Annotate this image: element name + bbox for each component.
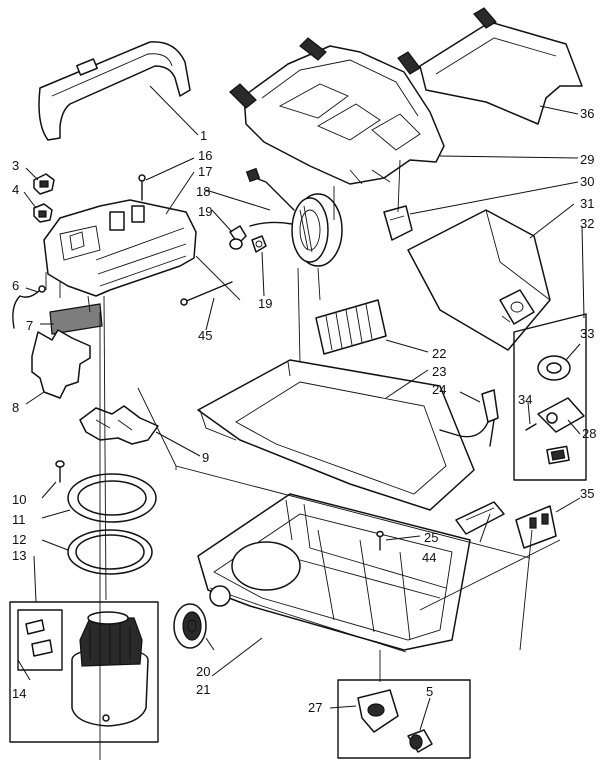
callout-4: 4: [12, 182, 19, 197]
part-connector-19a: [229, 225, 247, 250]
part-bracket-35: [515, 505, 557, 549]
part-bumper-44: [455, 501, 505, 535]
part-motor-housing-17: [43, 199, 197, 313]
callout-6: 6: [12, 278, 19, 293]
callout-23: 23: [432, 364, 446, 379]
callout-10: 10: [12, 492, 26, 507]
callout-44: 44: [422, 550, 436, 565]
part-cord-reel-18: [245, 167, 343, 267]
callout-11: 11: [12, 512, 26, 527]
part-dust-bag-31: [407, 209, 551, 351]
callout-18: 18: [196, 184, 210, 199]
callout-24: 24: [432, 382, 446, 397]
callout-22: 22: [432, 346, 446, 361]
part-cord-6: [12, 285, 46, 329]
callout-35: 35: [580, 486, 594, 501]
part-screw-16: [138, 174, 146, 201]
part-gasket-8: [31, 329, 91, 399]
callout-labels: 1 3 4 6 7 8 9 10 11 12 13 14 16 17 18 19…: [12, 106, 596, 715]
part-rod-45: [180, 281, 233, 306]
callout-16: 16: [198, 148, 212, 163]
alignment-lines: [99, 159, 561, 760]
part-connector-19b: [251, 235, 267, 253]
callout-20: 20: [196, 664, 210, 679]
callout-33: 33: [580, 326, 594, 341]
callout-21: 21: [196, 682, 210, 697]
part-frame-23: [197, 359, 475, 511]
callout-28: 28: [582, 426, 596, 441]
callout-12: 12: [12, 532, 26, 547]
callout-5: 5: [426, 684, 433, 699]
callout-17: 17: [198, 164, 212, 179]
leader-lines: [17, 85, 585, 731]
part-bag-door-36: [397, 7, 583, 125]
callout-8: 8: [12, 400, 19, 415]
callout-14: 14: [12, 686, 26, 701]
callout-13: 13: [12, 548, 26, 563]
callout-27: 27: [308, 700, 322, 715]
part-switch-4: [33, 203, 53, 223]
part-motor-14: [71, 611, 149, 727]
callout-30: 30: [580, 174, 594, 189]
part-top-cover: [38, 41, 191, 141]
callout-19a: 19: [198, 204, 212, 219]
part-handle-shell-29: [229, 37, 445, 185]
part-switch-3: [33, 173, 55, 195]
part-base-21: [197, 493, 471, 653]
part-screw-25: [376, 530, 384, 551]
part-wheel-20: [173, 603, 207, 649]
callout-7: 7: [26, 318, 33, 333]
part-switch-24: [439, 389, 499, 447]
part-filter-screen-9: [79, 405, 159, 445]
part-ring-12: [67, 529, 153, 575]
part-filter-pad-7: [49, 303, 103, 335]
callout-36: 36: [580, 106, 594, 121]
callout-45: 45: [198, 328, 212, 343]
callout-34: 34: [518, 392, 532, 407]
part-collar-box-32: [513, 313, 587, 481]
callout-1: 1: [200, 128, 207, 143]
part-motor-box-13: [9, 601, 159, 743]
callout-25: 25: [424, 530, 438, 545]
callout-31: 31: [580, 196, 594, 211]
part-screw-10: [55, 460, 65, 483]
callout-29: 29: [580, 152, 594, 167]
callout-3: 3: [12, 158, 19, 173]
part-grille-22: [315, 299, 387, 355]
callout-32: 32: [580, 216, 594, 231]
callout-9: 9: [202, 450, 209, 465]
callout-19b: 19: [258, 296, 272, 311]
part-agitator-box-27: [337, 679, 471, 759]
part-ring-11: [67, 473, 157, 523]
part-latch-30: [383, 205, 413, 241]
